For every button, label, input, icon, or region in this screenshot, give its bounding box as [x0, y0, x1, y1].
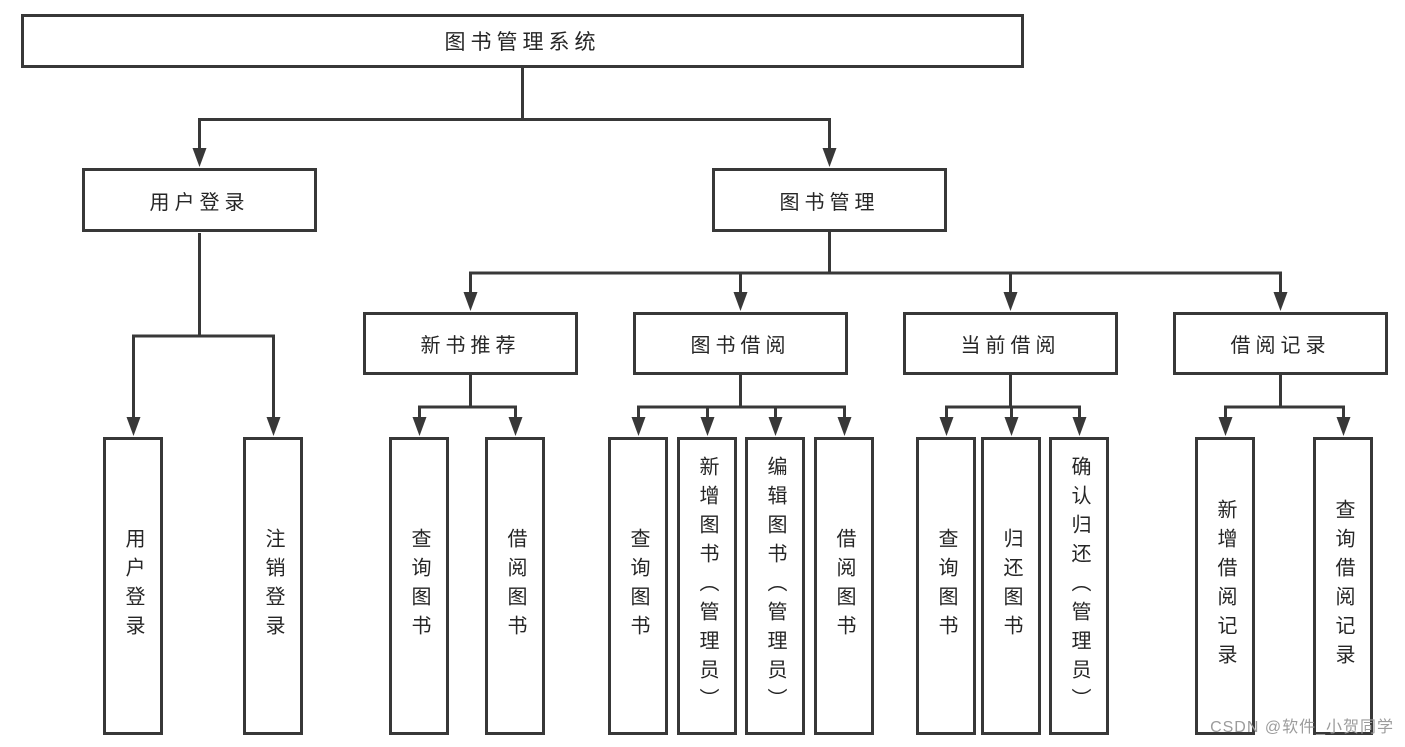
node-label: 查询图书	[935, 528, 957, 644]
node-book-management: 图书管理	[712, 168, 947, 232]
node-label: 用户登录	[122, 528, 144, 644]
node-new-book-recommend: 新书推荐	[363, 312, 578, 375]
node-label: 确认归还（管理员）	[1068, 455, 1090, 717]
node-add-borrow-record: 新增借阅记录	[1195, 437, 1255, 735]
node-query-books-borrow: 查询图书	[608, 437, 668, 735]
node-return-books: 归还图书	[981, 437, 1041, 735]
node-label: 借阅图书	[504, 528, 526, 644]
node-label: 编辑图书（管理员）	[764, 455, 786, 717]
node-current-borrow: 当前借阅	[903, 312, 1118, 375]
watermark: CSDN @软件_小贺同学	[1210, 719, 1394, 736]
node-borrow-books-recommend: 借阅图书	[485, 437, 545, 735]
node-label: 新增借阅记录	[1214, 499, 1236, 673]
node-query-books-current: 查询图书	[916, 437, 976, 735]
node-user-login: 用户登录	[82, 168, 317, 232]
node-label: 注销登录	[262, 528, 284, 644]
node-book-borrow: 图书借阅	[633, 312, 848, 375]
node-add-books-admin: 新增图书（管理员）	[677, 437, 737, 735]
node-label: 查询借阅记录	[1332, 499, 1354, 673]
node-label: 新增图书（管理员）	[696, 455, 718, 717]
node-borrow-records: 借阅记录	[1173, 312, 1388, 375]
node-label: 查询图书	[408, 528, 430, 644]
node-user-login-action: 用户登录	[103, 437, 163, 735]
node-confirm-return-admin: 确认归还（管理员）	[1049, 437, 1109, 735]
node-label: 查询图书	[627, 528, 649, 644]
node-label: 借阅图书	[833, 528, 855, 644]
node-edit-books-admin: 编辑图书（管理员）	[745, 437, 805, 735]
node-query-books-recommend: 查询图书	[389, 437, 449, 735]
node-label: 归还图书	[1000, 528, 1022, 644]
node-query-borrow-record: 查询借阅记录	[1313, 437, 1373, 735]
node-library-management-system: 图书管理系统	[21, 14, 1024, 68]
node-logout: 注销登录	[243, 437, 303, 735]
node-borrow-books: 借阅图书	[814, 437, 874, 735]
